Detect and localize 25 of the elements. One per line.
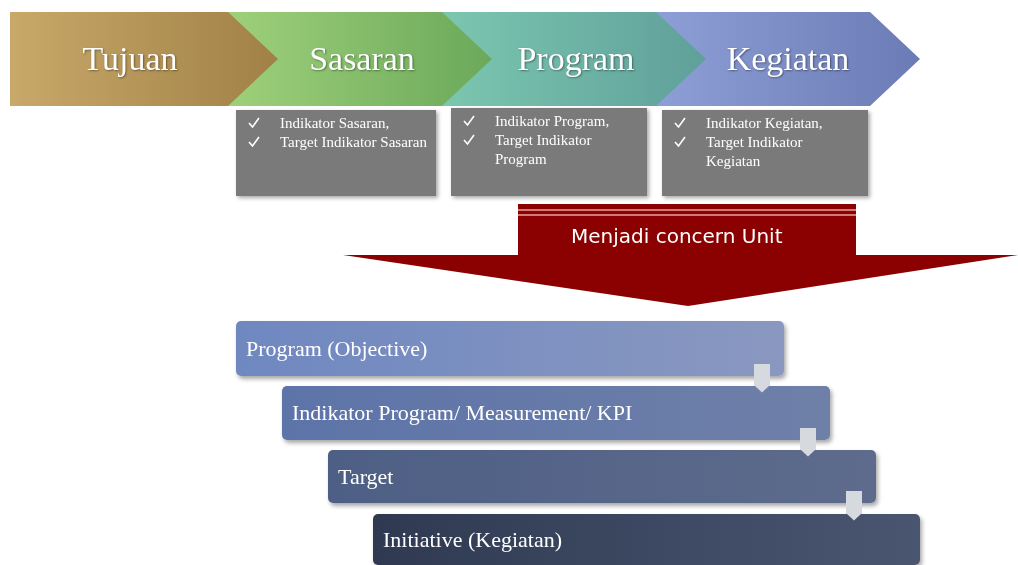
step-label: Initiative (Kegiatan) — [383, 526, 562, 553]
note-card — [662, 110, 868, 196]
checklist-item: Target Indikator Kegiatan — [706, 133, 804, 171]
arrow-label: Menjadi concern Unit — [571, 224, 783, 248]
note-card — [236, 110, 436, 196]
note-card — [451, 108, 647, 196]
step-bar — [373, 514, 920, 565]
down-arrow — [800, 428, 816, 457]
stage-label: Program — [517, 40, 635, 78]
checklist-item: Indikator Sasaran, — [280, 114, 390, 133]
step-label: Indikator Program/ Measurement/ KPI — [292, 400, 633, 426]
stage-label: Sasaran — [309, 40, 415, 78]
down-arrow — [846, 491, 862, 521]
stage-label: Tujuan — [82, 40, 178, 78]
step-bar — [236, 321, 784, 376]
checklist-item: Indikator Program, — [495, 112, 610, 131]
step-label: Program (Objective) — [246, 335, 428, 362]
step-bar — [282, 386, 830, 440]
checklist-item: Target Indikator Program — [495, 131, 593, 169]
stage-label: Kegiatan — [726, 40, 850, 78]
step-label: Target — [338, 463, 394, 490]
down-arrow — [754, 364, 770, 393]
checklist-item: Target Indikator Sasaran — [280, 133, 427, 152]
checklist-item: Indikator Kegiatan, — [706, 114, 823, 133]
step-bar — [328, 450, 876, 503]
